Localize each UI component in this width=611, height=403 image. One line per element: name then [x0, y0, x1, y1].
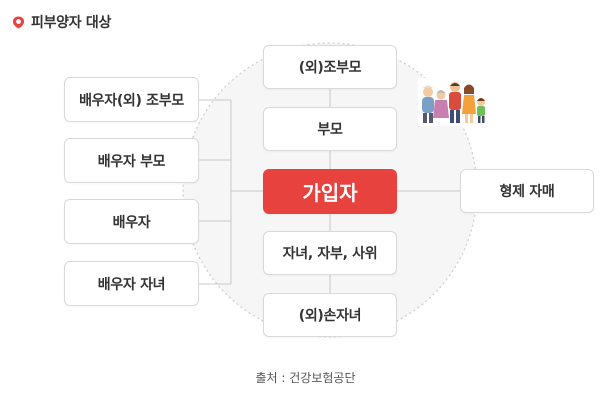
- heading-title: 피부양자 대상: [31, 15, 112, 31]
- node-parents: 부모: [263, 107, 397, 151]
- node-subscriber: 가입자: [263, 169, 397, 214]
- node-spouse-children: 배우자 자녀: [64, 261, 199, 306]
- node-spouse-parents: 배우자 부모: [64, 138, 199, 183]
- source-caption: 출처 : 건강보험공단: [255, 371, 356, 385]
- node-siblings: 형제 자매: [460, 169, 594, 213]
- location-pin-icon: [12, 15, 25, 29]
- node-grandchildren: (외)손자녀: [263, 293, 397, 337]
- node-children: 자녀, 자부, 사위: [263, 231, 397, 275]
- node-spouse-grandparents: 배우자(외) 조부모: [64, 77, 199, 122]
- family-illustration: [418, 78, 490, 126]
- node-spouse: 배우자: [64, 199, 199, 244]
- node-grandparents: (외)조부모: [263, 45, 397, 89]
- section-heading: 피부양자 대상: [12, 12, 111, 32]
